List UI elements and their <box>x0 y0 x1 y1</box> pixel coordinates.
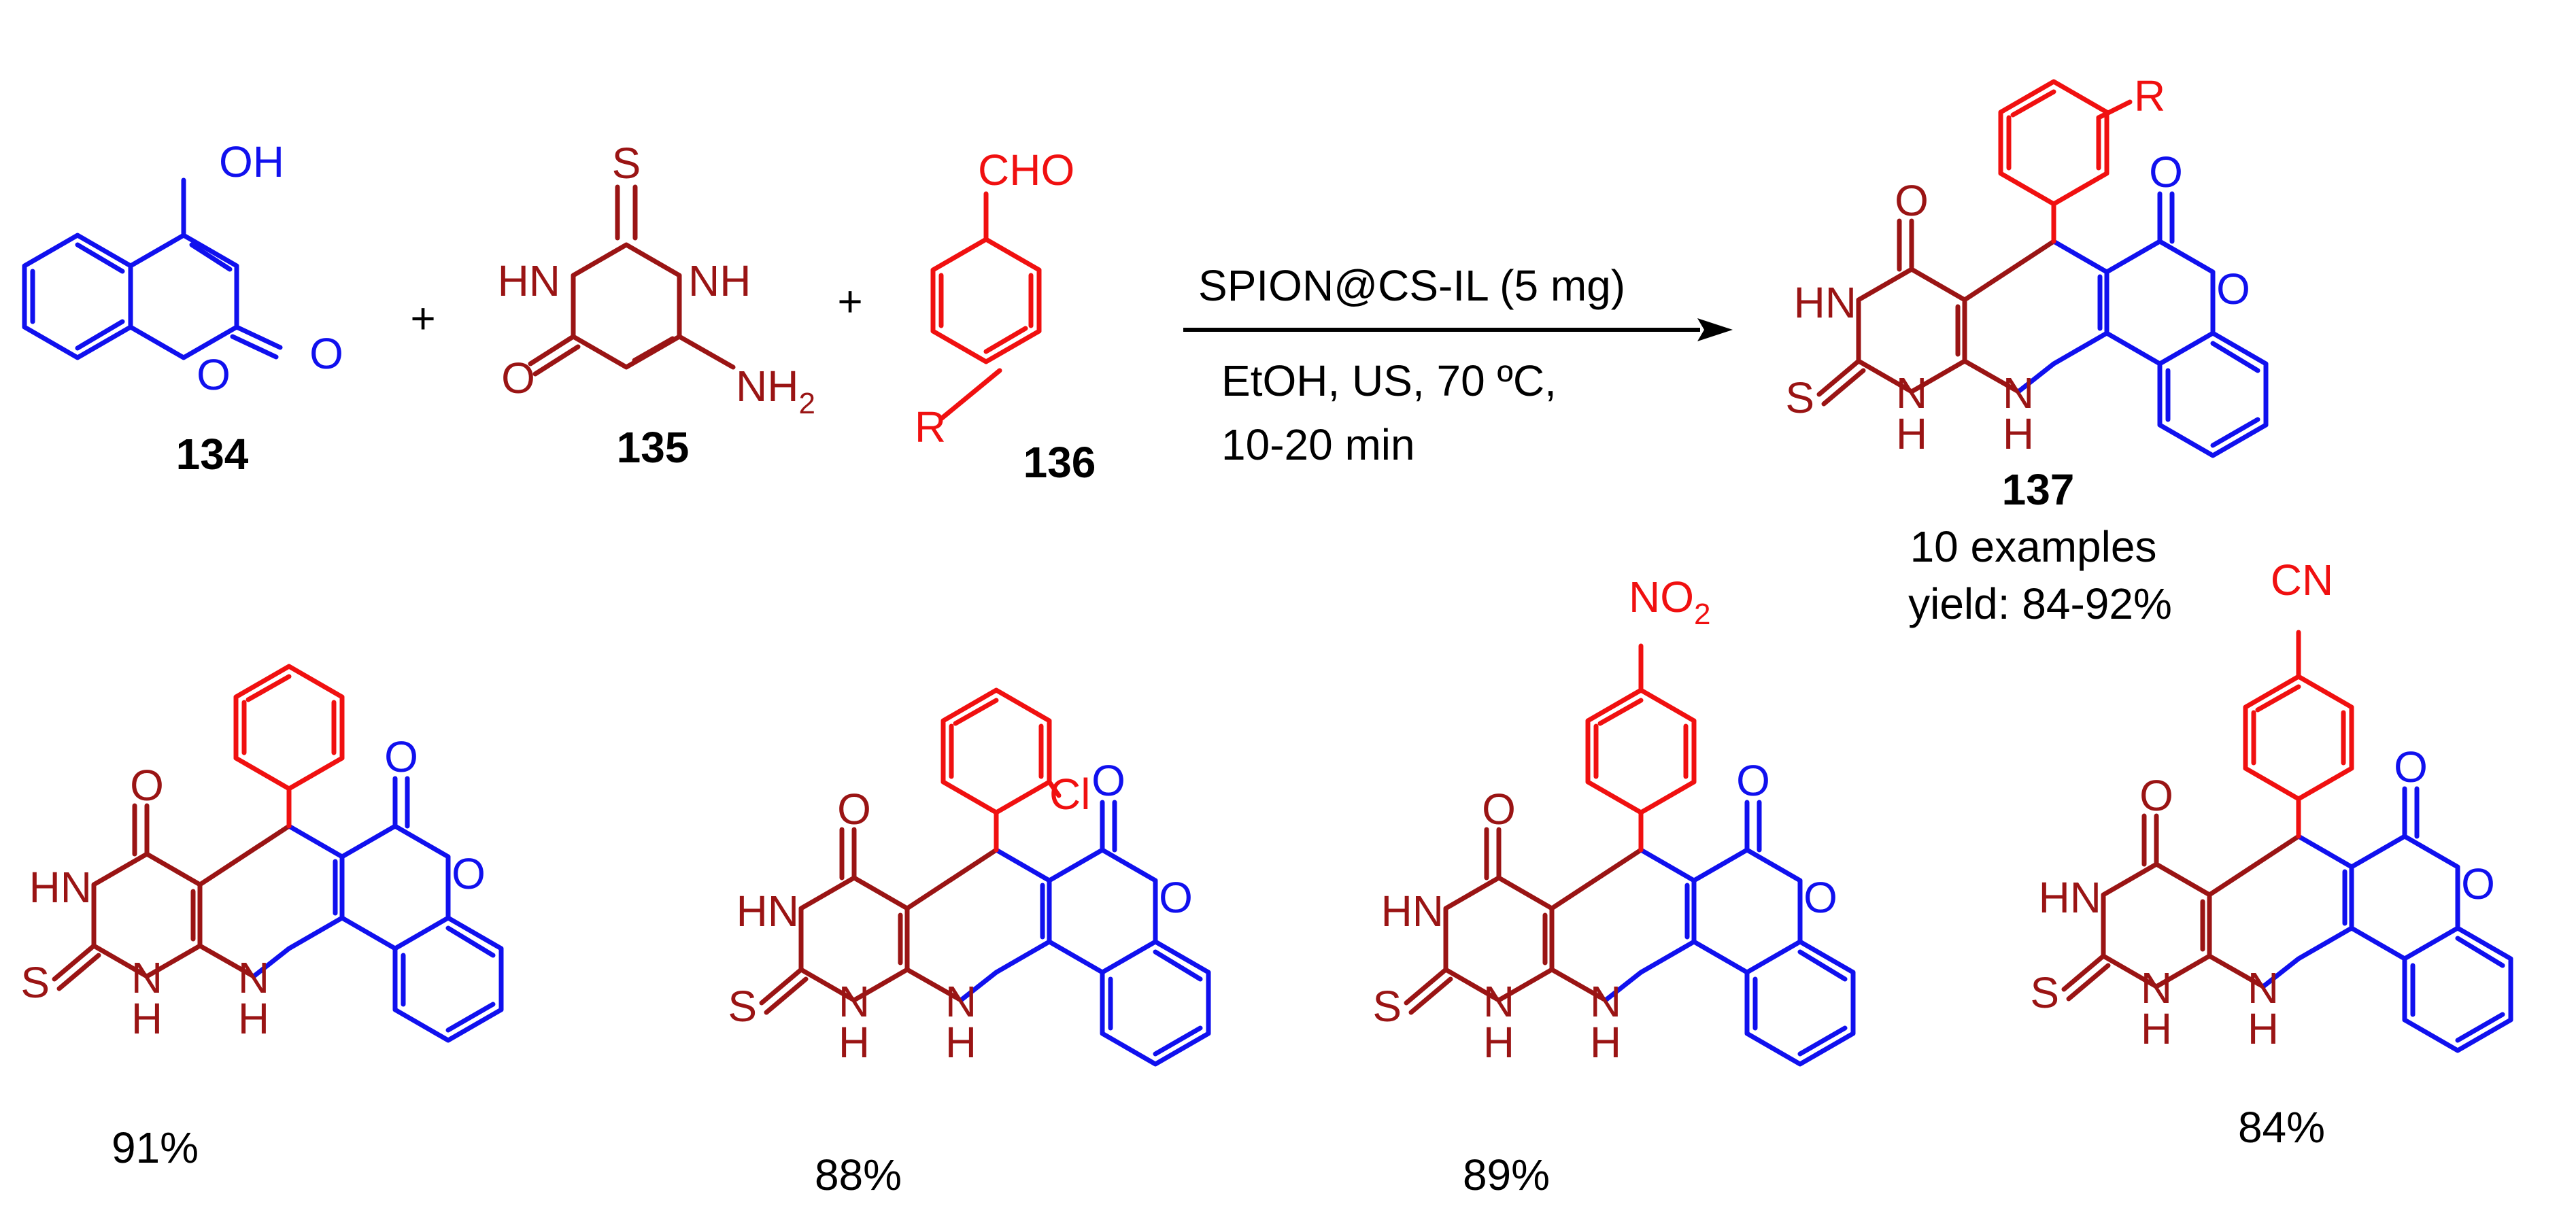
example-2-chlorophenyl: Cl 88% <box>728 687 1208 1199</box>
chloro-label: Cl <box>1049 770 1090 819</box>
product-aryl-ring <box>2001 82 2133 241</box>
examples-count: 10 examples <box>1910 522 2157 571</box>
product-r-label: R <box>2134 71 2165 120</box>
compound-number-137: 137 <box>2002 465 2075 514</box>
example-1-yield: 91% <box>112 1123 199 1172</box>
example-4-yield: 84% <box>2238 1103 2325 1152</box>
nh-label: NH <box>688 256 751 305</box>
yield-range: yield: 84-92% <box>1908 579 2172 628</box>
hn-label: HN <box>498 256 560 305</box>
nitro-label: NO2 <box>1629 573 1710 631</box>
cho-label: CHO <box>978 146 1074 194</box>
oh-label: OH <box>219 137 284 186</box>
example-4-nitrophenyl: NO2 89% <box>1372 573 1853 1199</box>
example-2-yield: 88% <box>815 1150 902 1199</box>
nh2-label: NH2 <box>736 362 815 420</box>
catalyst-label: SPION@CS-IL (5 mg) <box>1198 261 1625 310</box>
compound-number-136: 136 <box>1023 438 1096 487</box>
thione-s-label: S <box>612 139 641 188</box>
r-substituent-label: R <box>915 403 946 451</box>
coumarin-ring-o-label: O <box>197 350 231 399</box>
compound-number-135: 135 <box>617 423 690 472</box>
reaction-arrow <box>1183 318 1733 341</box>
plus-sign-2: + <box>837 277 862 326</box>
reaction-time-label: 10-20 min <box>1221 420 1415 469</box>
example-3-yield: 89% <box>1463 1150 1550 1199</box>
coumarin-carbonyl-o-label: O <box>309 329 343 378</box>
plus-sign-1: + <box>410 294 435 343</box>
reactant-134-hydroxycoumarin: OH O O 134 <box>22 137 343 479</box>
example-phenyl: 91% <box>20 666 501 1172</box>
reactant-135-aminothiouracil: S HN NH O NH2 135 <box>498 139 815 472</box>
carbonyl-o-label: O <box>501 354 535 403</box>
product-137: R 137 10 examples yield: 84-92% <box>1785 71 2266 628</box>
reactant-136-aryl-aldehyde: CHO R 136 <box>915 146 1096 487</box>
compound-number-134: 134 <box>176 430 249 479</box>
example-4-cyanophenyl: CN 84% <box>2030 556 2511 1152</box>
solvent-temperature-label: EtOH, US, 70 ºC, <box>1221 356 1557 405</box>
cyano-label: CN <box>2271 556 2333 604</box>
